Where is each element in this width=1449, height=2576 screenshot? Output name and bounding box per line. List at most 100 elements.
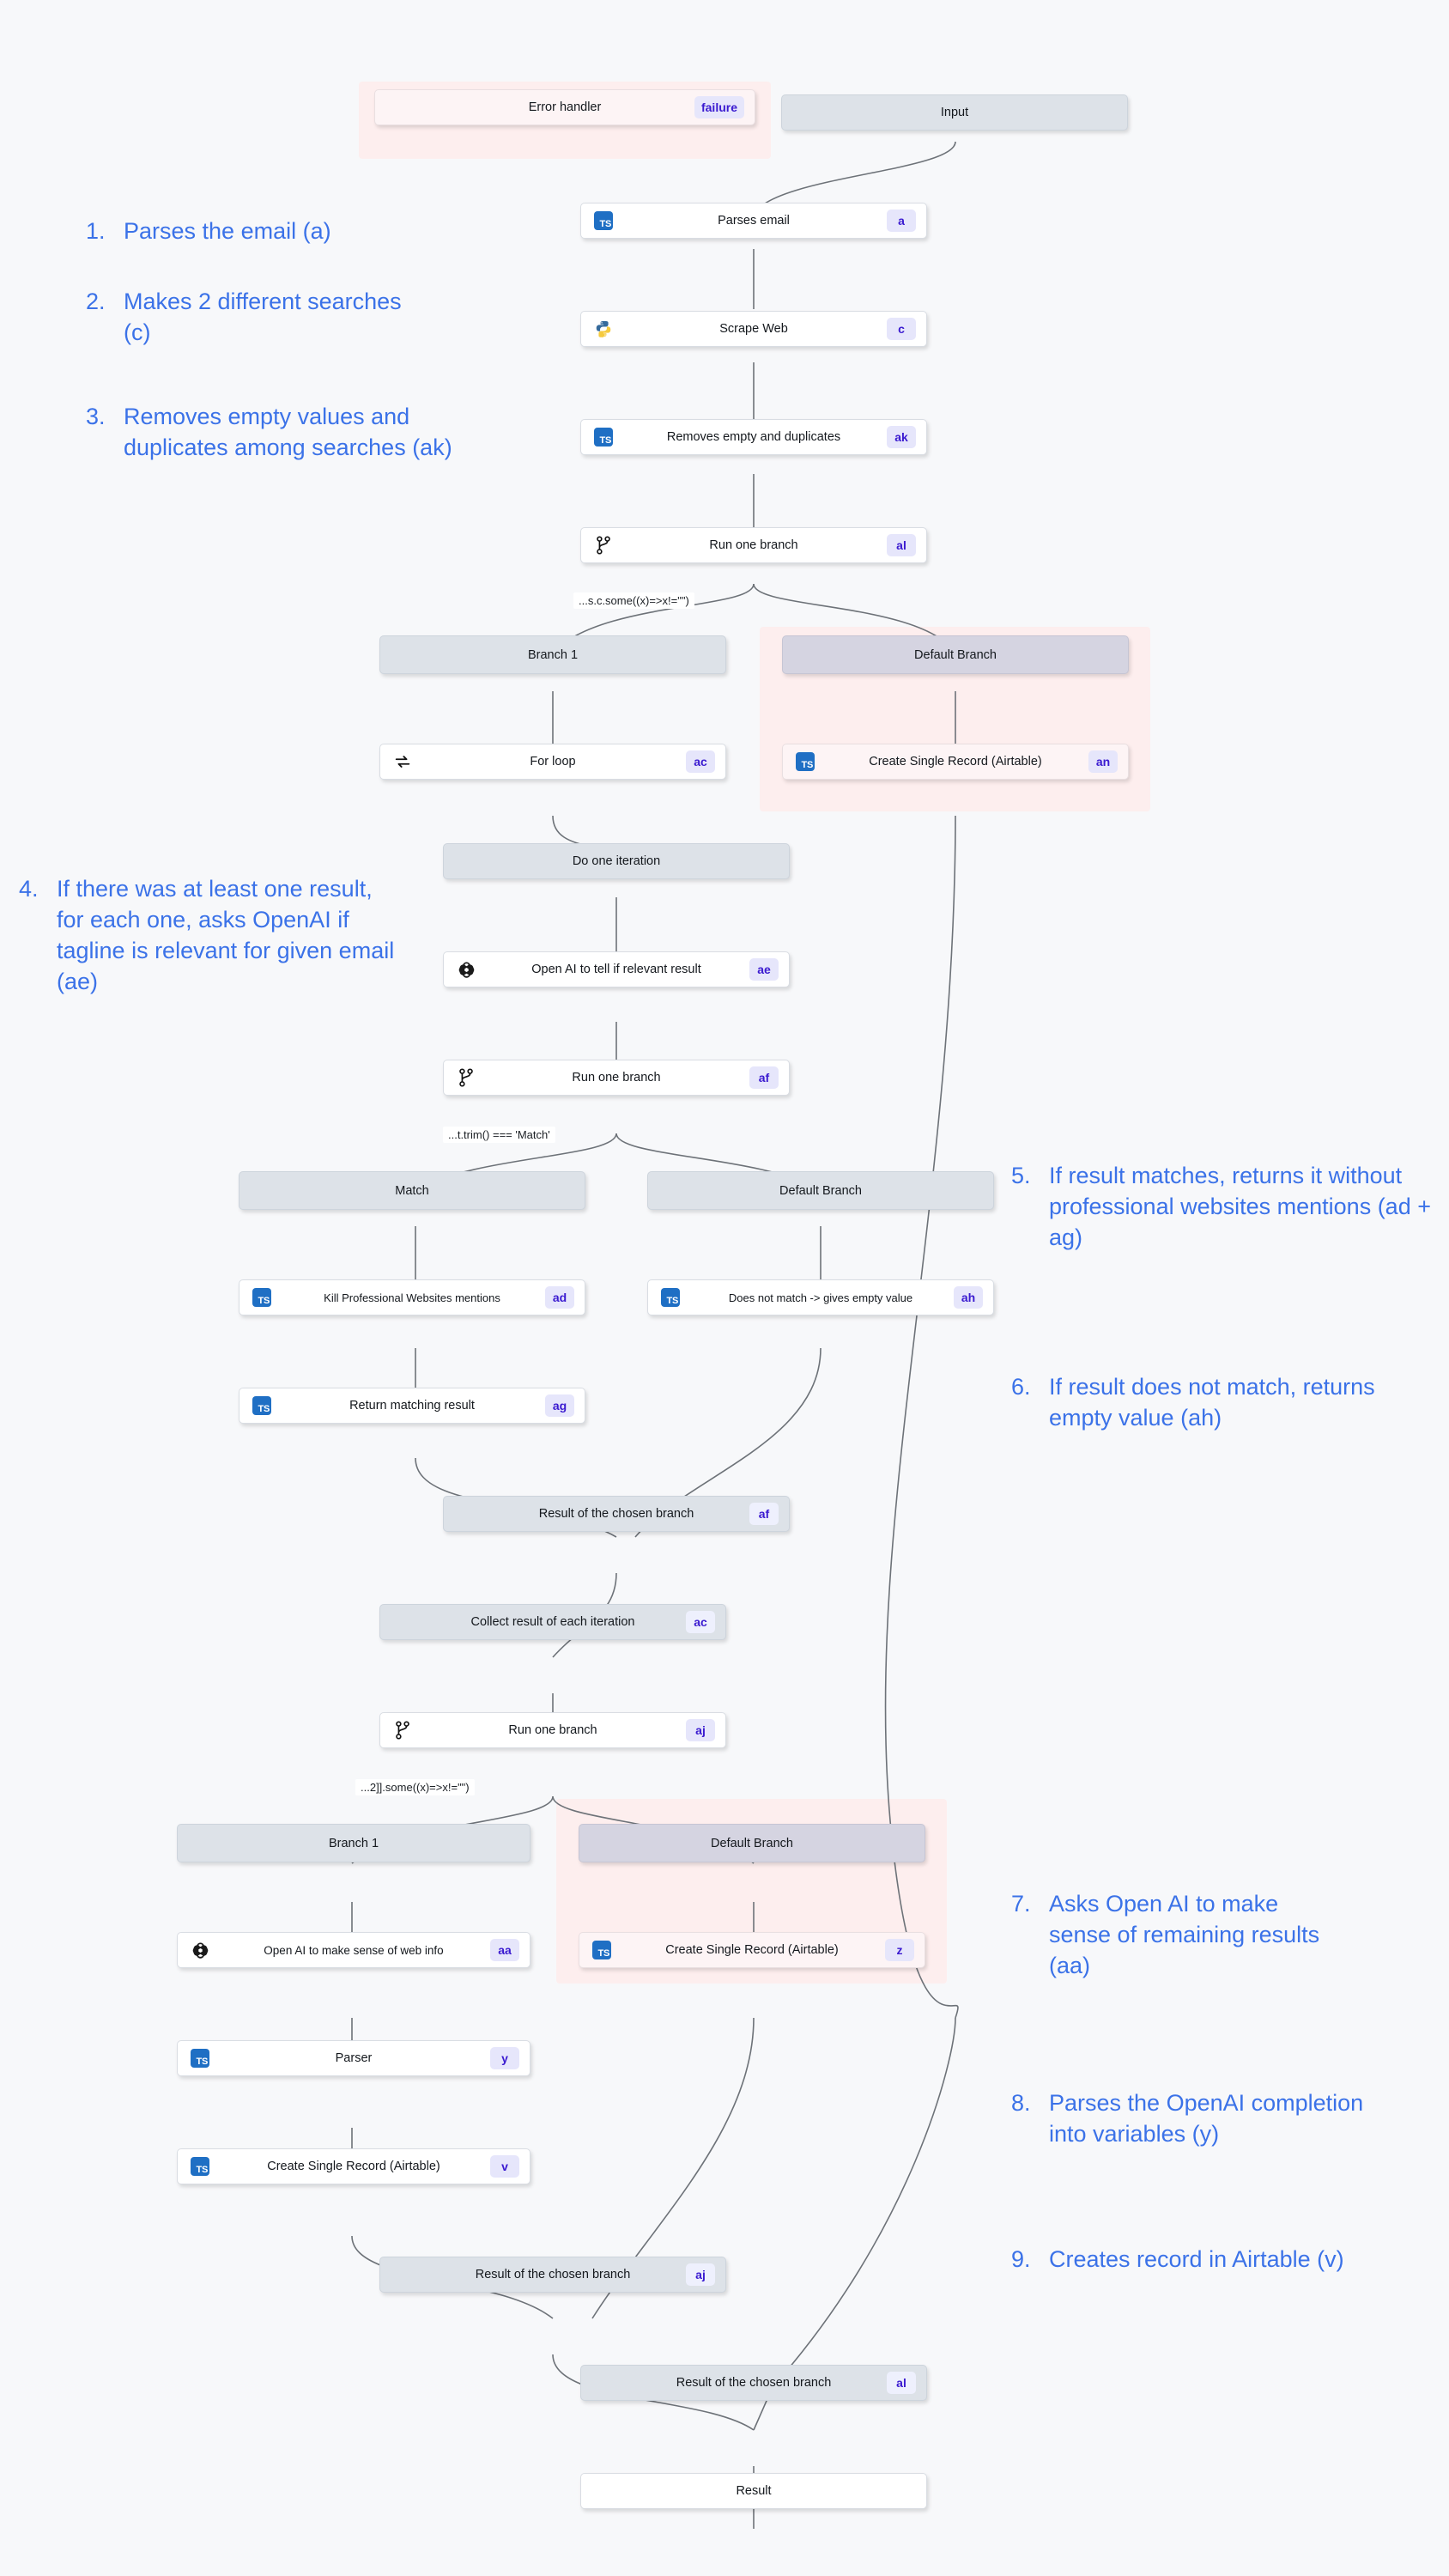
node-title: Scrape Web	[719, 322, 788, 336]
annotation-text: If result does not match, returns empty …	[1049, 1374, 1375, 1431]
node-title: Default Branch	[711, 1836, 793, 1850]
typescript-icon: TS	[592, 210, 615, 232]
loop-icon	[391, 750, 414, 773]
node-parses-email[interactable]: TS Parses email a	[580, 203, 927, 239]
node-result-chosen-branch-af[interactable]: Result of the chosen branch af	[443, 1496, 790, 1532]
openai-icon	[189, 1939, 211, 1961]
edge-label-condition-af: ...t.trim() === 'Match'	[443, 1127, 555, 1143]
node-title: Run one branch	[508, 1723, 597, 1737]
annotation-4: 4. If there was at least one result, for…	[19, 874, 397, 998]
annotation-number: 7.	[1011, 1891, 1031, 1917]
node-collect-result-each-iteration[interactable]: Collect result of each iteration ac	[379, 1604, 726, 1640]
node-title: Removes empty and duplicates	[666, 430, 841, 444]
branch-icon	[455, 1066, 477, 1089]
node-title: Open AI to make sense of web info	[264, 1943, 444, 1957]
node-input[interactable]: Input	[781, 94, 1128, 131]
node-title: For loop	[530, 755, 576, 769]
annotation-number: 9.	[1011, 2246, 1031, 2272]
node-badge: af	[749, 1066, 779, 1089]
node-does-not-match[interactable]: TS Does not match -> gives empty value a…	[647, 1279, 994, 1315]
annotation-text: Parses the OpenAI completion into variab…	[1049, 2090, 1364, 2147]
annotation-number: 8.	[1011, 2090, 1031, 2116]
node-for-loop[interactable]: For loop ac	[379, 744, 726, 780]
annotation-text: If there was at least one result, for ea…	[57, 876, 395, 994]
node-title: Result of the chosen branch	[475, 2268, 631, 2281]
annotation-number: 2.	[86, 289, 106, 314]
node-title: Branch 1	[328, 1836, 379, 1850]
node-branch-1-top[interactable]: Branch 1	[379, 635, 726, 674]
annotation-text: Creates record in Airtable (v)	[1049, 2246, 1344, 2272]
annotation-text: Asks Open AI to make sense of remaining …	[1049, 1891, 1320, 1978]
annotation-number: 3.	[86, 404, 106, 429]
node-title: Do one iteration	[572, 854, 661, 868]
node-badge: an	[1088, 750, 1118, 773]
node-kill-professional-websites-mentions[interactable]: TS Kill Professional Websites mentions a…	[239, 1279, 585, 1315]
node-openai-make-sense-web-info[interactable]: Open AI to make sense of web info aa	[177, 1932, 530, 1968]
node-badge: z	[885, 1939, 914, 1961]
node-removes-empty-duplicates[interactable]: TS Removes empty and duplicates ak	[580, 419, 927, 455]
node-default-branch-mid[interactable]: Default Branch	[647, 1171, 994, 1210]
node-badge: y	[490, 2047, 519, 2069]
typescript-icon: TS	[794, 750, 816, 773]
node-badge: ah	[954, 1286, 983, 1309]
node-create-single-record-v[interactable]: TS Create Single Record (Airtable) v	[177, 2148, 530, 2184]
node-title: Result of the chosen branch	[538, 1507, 694, 1521]
node-title: Does not match -> gives empty value	[728, 1291, 913, 1304]
node-title: Kill Professional Websites mentions	[324, 1291, 500, 1304]
edge-label-condition-aj: ...2]].some((x)=>x!="")	[355, 1779, 475, 1795]
node-do-one-iteration[interactable]: Do one iteration	[443, 843, 790, 879]
node-badge: c	[887, 318, 916, 340]
node-return-matching-result[interactable]: TS Return matching result ag	[239, 1388, 585, 1424]
node-title: Input	[940, 106, 969, 119]
node-badge: aa	[490, 1939, 519, 1961]
node-title: Default Branch	[779, 1183, 862, 1198]
annotation-number: 6.	[1011, 1374, 1031, 1400]
node-scrape-web[interactable]: Scrape Web c	[580, 311, 927, 347]
python-icon	[592, 318, 615, 340]
node-branch-1-bottom[interactable]: Branch 1	[177, 1824, 530, 1862]
node-title: Result	[736, 2484, 772, 2498]
node-default-branch-bottom[interactable]: Default Branch	[579, 1824, 925, 1862]
annotation-text: Makes 2 different searches (c)	[124, 289, 402, 345]
node-title: Match	[395, 1183, 429, 1198]
node-openai-relevant-result[interactable]: Open AI to tell if relevant result ae	[443, 951, 790, 987]
node-badge: al	[887, 534, 916, 556]
node-result-chosen-branch-aj[interactable]: Result of the chosen branch aj	[379, 2257, 726, 2293]
node-badge: v	[490, 2155, 519, 2178]
typescript-icon: TS	[189, 2155, 211, 2178]
node-create-single-record-z[interactable]: TS Create Single Record (Airtable) z	[579, 1932, 925, 1968]
node-result[interactable]: Result	[580, 2473, 927, 2509]
node-match[interactable]: Match	[239, 1171, 585, 1210]
node-title: Run one branch	[709, 538, 798, 552]
openai-icon	[455, 958, 477, 981]
node-error-handler[interactable]: Error handler failure	[374, 89, 755, 125]
node-result-chosen-branch-al[interactable]: Result of the chosen branch al	[580, 2365, 927, 2401]
annotation-7: 7. Asks Open AI to make sense of remaini…	[1011, 1889, 1346, 1982]
node-title: Create Single Record (Airtable)	[267, 2160, 440, 2173]
node-title: Return matching result	[349, 1399, 475, 1413]
node-badge: ad	[545, 1286, 574, 1309]
typescript-icon: TS	[251, 1286, 273, 1309]
node-badge: ag	[545, 1394, 574, 1417]
node-parser[interactable]: TS Parser y	[177, 2040, 530, 2076]
node-run-one-branch-af[interactable]: Run one branch af	[443, 1060, 790, 1096]
annotation-2: 2. Makes 2 different searches (c)	[86, 287, 403, 349]
node-badge: ac	[686, 1611, 715, 1633]
annotation-number: 1.	[86, 218, 106, 244]
node-create-single-record-an[interactable]: TS Create Single Record (Airtable) an	[782, 744, 1129, 780]
node-run-one-branch-aj[interactable]: Run one branch aj	[379, 1712, 726, 1748]
annotation-3: 3. Removes empty values and duplicates a…	[86, 402, 489, 464]
branch-icon	[391, 1719, 414, 1741]
node-title: Create Single Record (Airtable)	[665, 1943, 839, 1957]
node-run-one-branch-al[interactable]: Run one branch al	[580, 527, 927, 563]
node-title: Open AI to tell if relevant result	[531, 963, 701, 976]
node-badge: aj	[686, 1719, 715, 1741]
typescript-icon: TS	[251, 1394, 273, 1417]
node-badge: a	[887, 210, 916, 232]
node-title: Run one branch	[572, 1071, 661, 1084]
typescript-icon: TS	[189, 2047, 211, 2069]
node-title: Parser	[335, 2051, 373, 2065]
node-default-branch-top[interactable]: Default Branch	[782, 635, 1129, 674]
node-title: Branch 1	[527, 647, 579, 662]
